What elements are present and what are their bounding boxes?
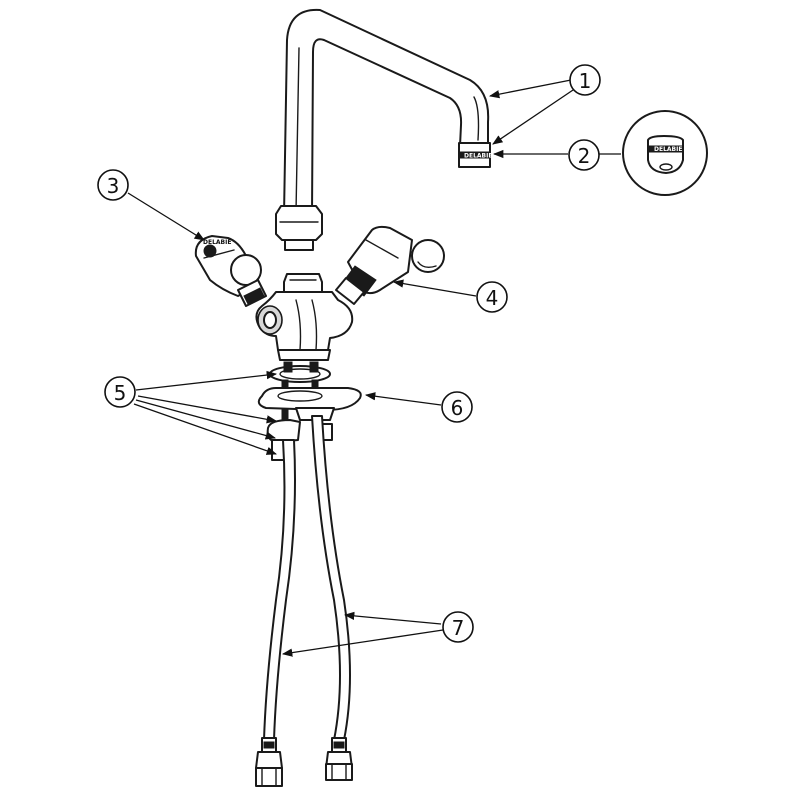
callout-5: 5 <box>104 376 136 408</box>
base-plate <box>257 387 362 421</box>
callout-2: 2 <box>568 139 600 171</box>
callout-7-number: 7 <box>452 616 465 640</box>
callout-5-number: 5 <box>114 381 127 405</box>
callout-2-number: 2 <box>578 144 591 168</box>
callout-6: 6 <box>441 391 473 423</box>
callout-4: 4 <box>476 281 508 313</box>
callout-7: 7 <box>442 611 474 643</box>
callout-6-number: 6 <box>451 396 464 420</box>
left-lever-handle: DELABIE <box>194 235 267 307</box>
callout-1-number: 1 <box>579 69 592 93</box>
aerator-brand-text: DELABIE <box>464 153 492 160</box>
swivel-spout <box>275 8 490 251</box>
callout-3-number: 3 <box>107 174 120 198</box>
handle-brand-text: DELABIE <box>203 239 231 246</box>
callout-3: 3 <box>97 169 129 201</box>
callout-1: 1 <box>569 64 601 96</box>
spout-aerator: DELABIE <box>458 142 492 168</box>
aerator-detail-view: DELABIE <box>622 110 708 196</box>
right-lever-handle <box>335 225 445 305</box>
mixer-body <box>255 273 354 361</box>
detail-brand-text: DELABIE <box>654 146 682 153</box>
flexible-hoses <box>255 415 353 787</box>
callout-4-number: 4 <box>486 286 499 310</box>
leader-lines <box>127 79 621 657</box>
